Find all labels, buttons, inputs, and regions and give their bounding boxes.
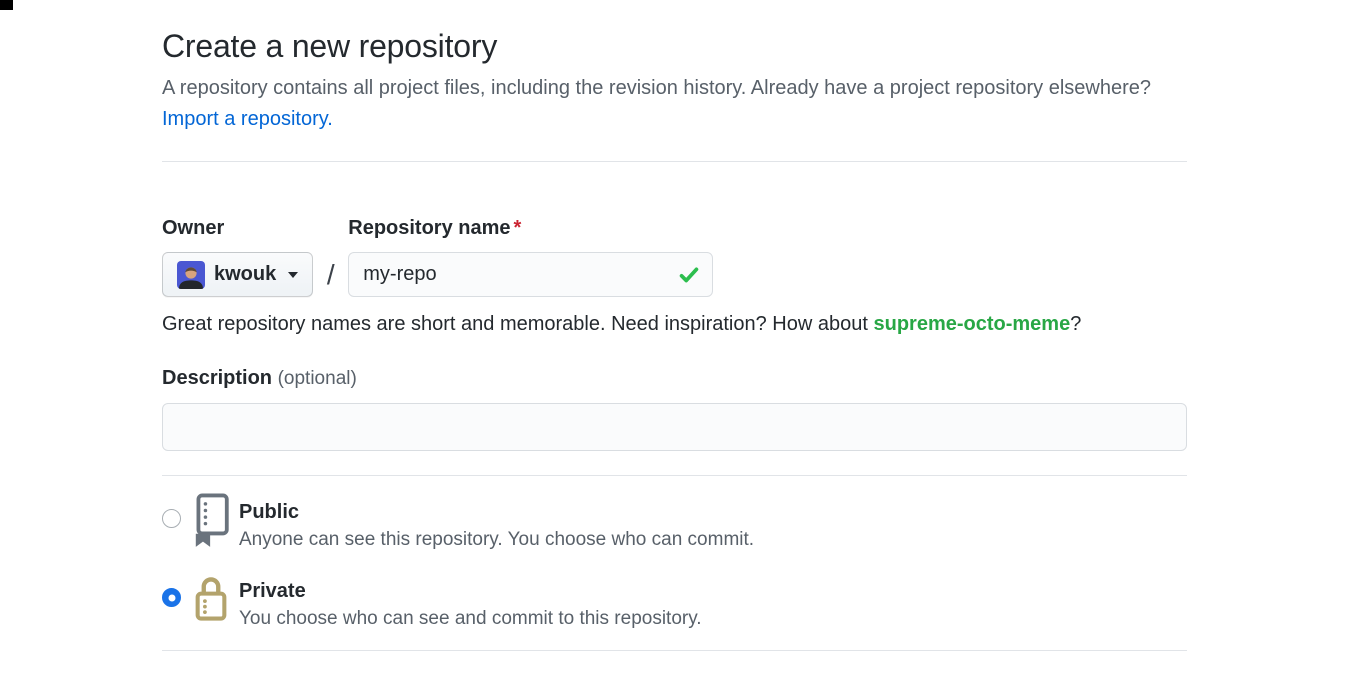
required-asterisk: *	[513, 217, 522, 239]
owner-field: Owner kwouk	[162, 216, 314, 297]
public-radio[interactable]	[162, 509, 181, 528]
owner-name: kwouk	[214, 263, 277, 285]
owner-dropdown-button[interactable]: kwouk	[162, 252, 314, 297]
owner-repo-row: Owner kwouk / Repository name*	[162, 216, 1187, 297]
private-radio[interactable]	[162, 588, 181, 607]
lock-icon	[192, 571, 230, 629]
page-title: Create a new repository	[162, 28, 498, 64]
page-subtitle-text: A repository contains all project files,…	[162, 77, 1152, 99]
suggested-name-link[interactable]: supreme-octo-meme	[873, 313, 1071, 335]
owner-label: Owner	[162, 217, 225, 239]
repo-name-field: Repository name*	[348, 216, 714, 297]
caret-down-icon	[288, 271, 299, 278]
description-input[interactable]	[162, 403, 1187, 451]
create-repository-page: Create a new repository A repository con…	[162, 28, 1187, 651]
section-divider-bottom	[162, 650, 1187, 651]
repo-name-input[interactable]	[348, 252, 714, 297]
owner-avatar	[177, 260, 205, 289]
public-option-text: Public Anyone can see this repository. Y…	[239, 492, 754, 551]
validation-check-icon	[678, 264, 700, 286]
section-divider-top	[162, 161, 1187, 162]
page-subtitle: A repository contains all project files,…	[162, 73, 1187, 135]
repo-name-suggestion: Great repository names are short and mem…	[162, 313, 1187, 336]
visibility-option-public[interactable]: Public Anyone can see this repository. Y…	[162, 492, 1187, 551]
description-label-text: Description	[162, 367, 273, 389]
private-option-text: Private You choose who can see and commi…	[239, 571, 702, 630]
private-option-title: Private	[239, 580, 306, 602]
private-option-description: You choose who can see and commit to thi…	[239, 608, 702, 629]
import-repository-link[interactable]: Import a repository.	[162, 108, 333, 130]
public-option-description: Anyone can see this repository. You choo…	[239, 529, 755, 550]
repo-name-input-wrap	[348, 252, 714, 297]
owner-repo-separator: /	[326, 258, 335, 290]
book-icon	[192, 492, 230, 548]
visibility-options: Public Anyone can see this repository. Y…	[162, 492, 1187, 630]
public-option-title: Public	[239, 501, 300, 523]
description-field: Description (optional)	[162, 366, 1187, 451]
optional-hint: (optional)	[277, 368, 357, 389]
repo-name-label: Repository name*	[348, 216, 713, 240]
visibility-option-private[interactable]: Private You choose who can see and commi…	[162, 571, 1187, 630]
corner-artifact	[0, 0, 13, 10]
suggestion-prefix: Great repository names are short and mem…	[162, 313, 874, 335]
repo-name-label-text: Repository name	[348, 217, 511, 239]
suggestion-suffix: ?	[1070, 313, 1082, 335]
description-label: Description (optional)	[162, 366, 1187, 391]
owner-repo-separator-wrap: /	[313, 252, 348, 297]
section-divider-middle	[162, 475, 1187, 476]
